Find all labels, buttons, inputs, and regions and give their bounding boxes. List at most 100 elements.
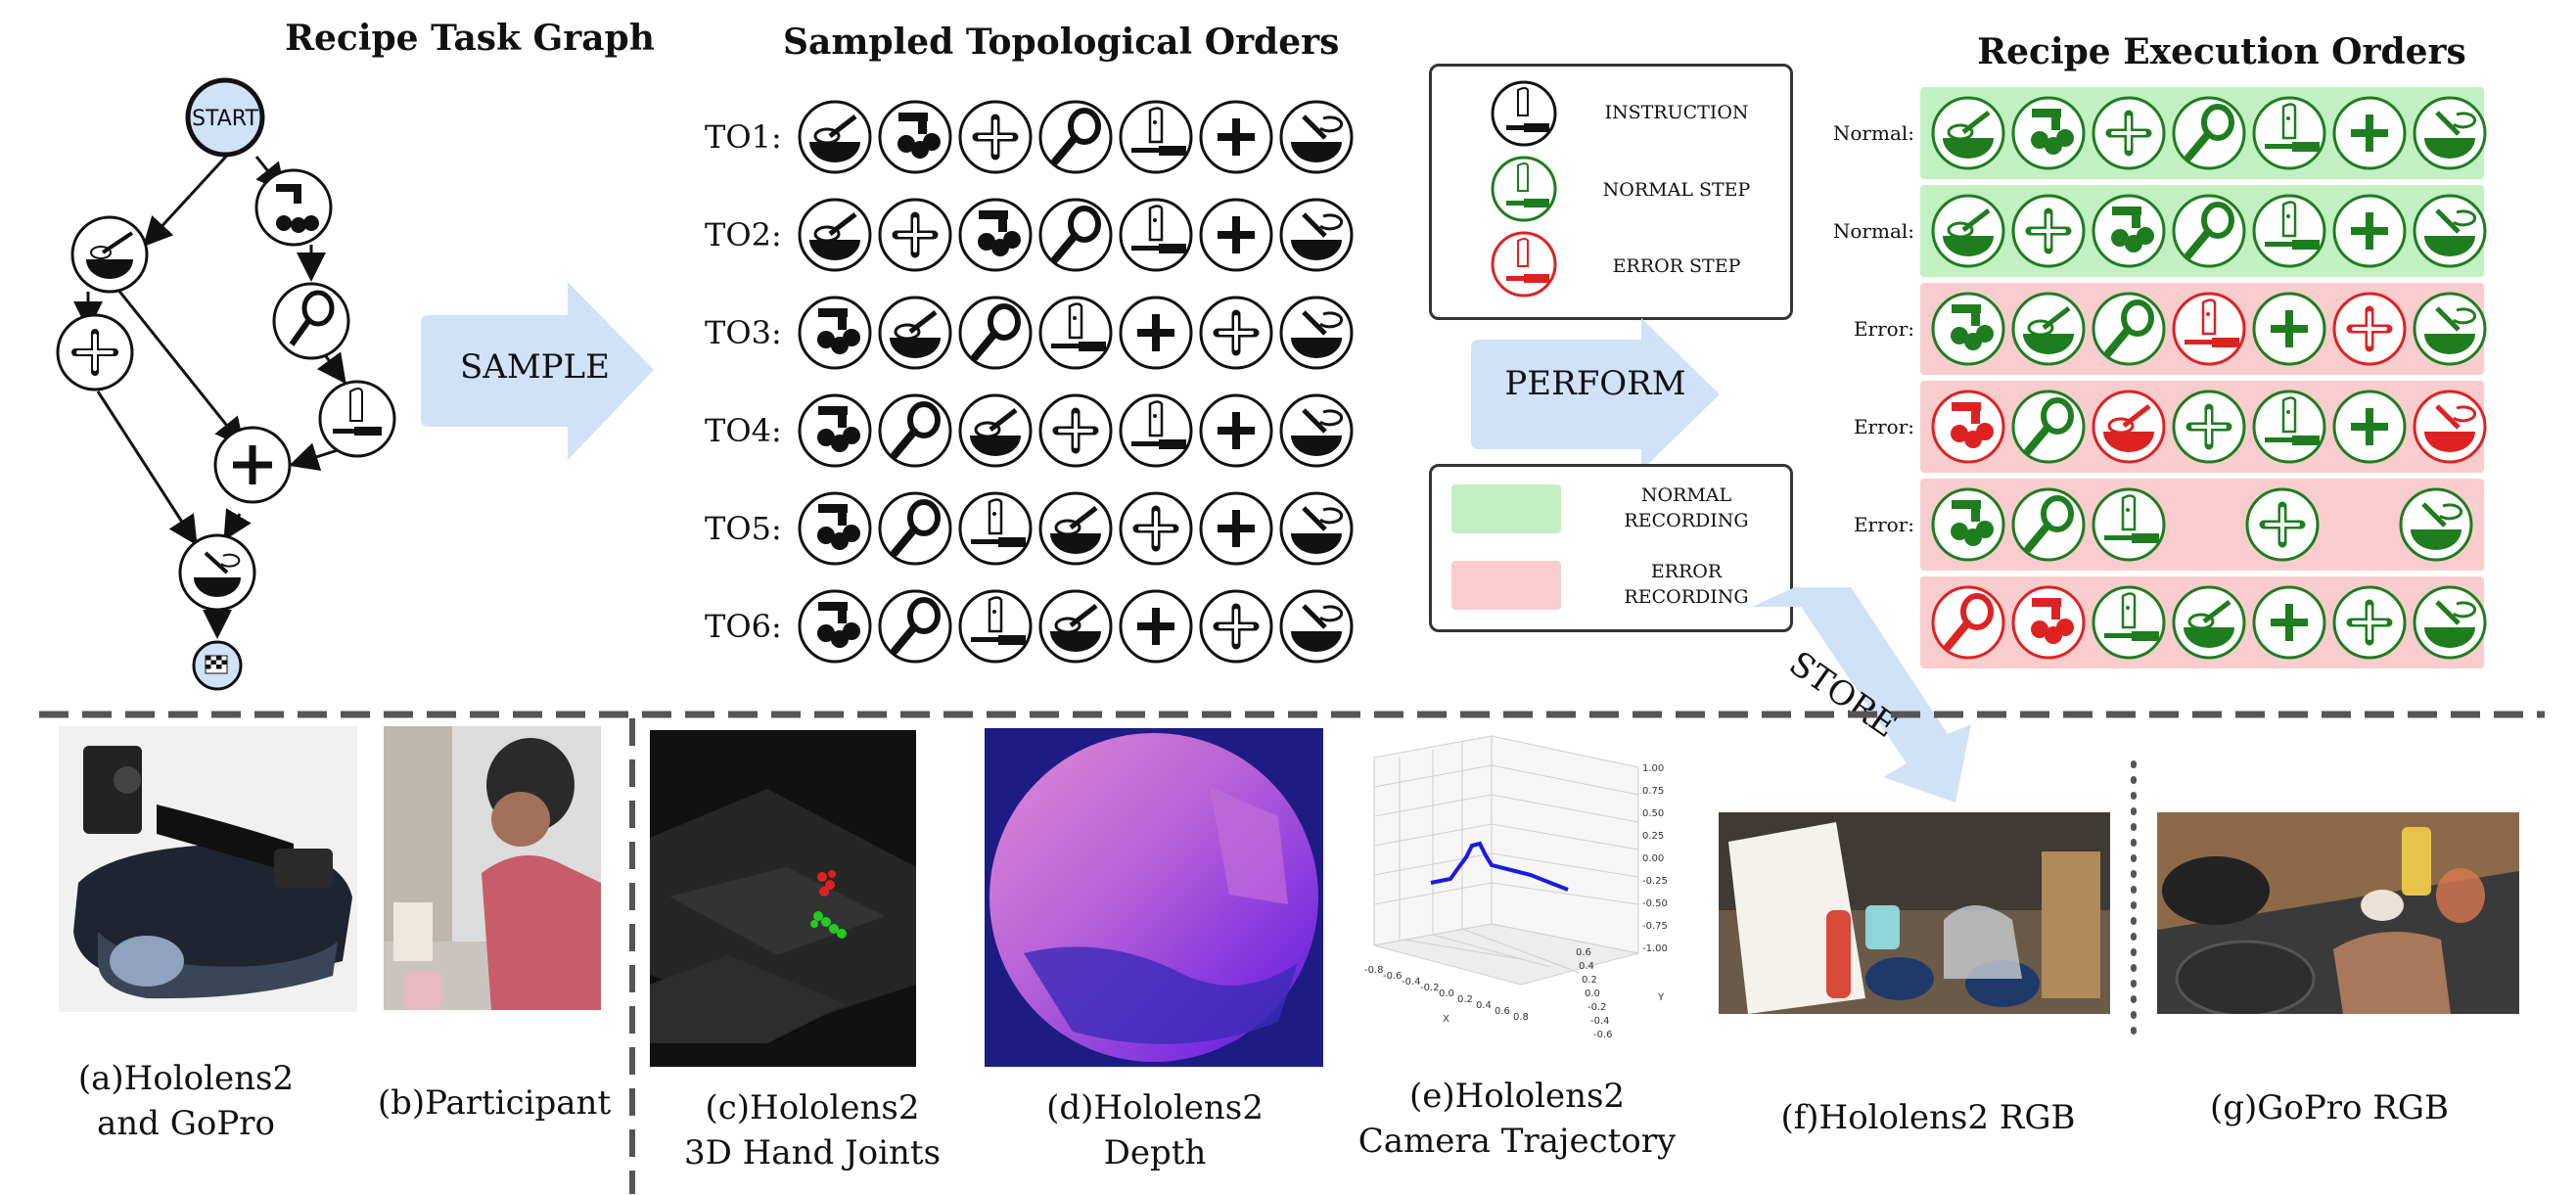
sample-arrow xyxy=(421,282,654,460)
hololens-rgb-photo xyxy=(1719,812,2110,1014)
sample-label: SAMPLE xyxy=(460,347,610,387)
stir-icon xyxy=(1278,490,1355,567)
graph-node-peeler xyxy=(272,282,350,360)
legend-normal-recording-1: NORMAL xyxy=(1640,484,1732,506)
execution-order-row: Error: xyxy=(1826,280,2511,378)
y-tick-label: 0.6 xyxy=(1576,947,1591,958)
knife-icon xyxy=(2171,291,2247,367)
knife-icon xyxy=(2251,95,2327,171)
tap-icon xyxy=(2010,95,2087,171)
knife-icon xyxy=(2091,486,2167,563)
knife-icon xyxy=(1118,197,1194,273)
execution-order-row: Normal: xyxy=(1826,182,2511,280)
topological-order-label: TO5: xyxy=(705,510,782,547)
tap-icon xyxy=(1930,389,2006,465)
y-tick-label: 0.2 xyxy=(1582,975,1597,986)
peeler-icon xyxy=(2010,486,2087,563)
participant-photo xyxy=(384,726,601,1010)
stir-icon xyxy=(2398,486,2474,563)
error-recording-band xyxy=(1920,283,2487,375)
y-tick-label: 0.4 xyxy=(1579,961,1594,972)
execution-order-label: Error: xyxy=(1853,415,1914,438)
y-tick-label: 0.0 xyxy=(1585,988,1600,999)
stir-icon xyxy=(1278,588,1355,665)
execution-order-label: Error: xyxy=(1853,513,1914,536)
tap-icon xyxy=(1930,486,2006,563)
execution-orders: Normal: Normal: Error: Error: Error: xyxy=(1826,84,2511,671)
peeler-icon xyxy=(2010,389,2087,465)
knife-icon xyxy=(957,490,1034,567)
whisk-icon xyxy=(1037,588,1114,665)
execution-order-row xyxy=(1826,574,2511,671)
topological-order-label: TO6: xyxy=(705,608,782,645)
peeler-icon xyxy=(877,490,953,567)
peeler-icon xyxy=(957,295,1034,371)
whisk-icon xyxy=(877,295,953,371)
y-tick-label: -0.6 xyxy=(1593,1030,1613,1040)
y-tick-label: -0.4 xyxy=(1590,1016,1610,1027)
graph-node-finish xyxy=(192,640,243,691)
stir-icon xyxy=(1278,392,1355,469)
tap-icon xyxy=(957,197,1034,273)
legend-normal-recording-2: RECORDING xyxy=(1624,510,1749,531)
tap-icon xyxy=(2091,193,2167,269)
knife-icon xyxy=(1118,392,1194,469)
tap-icon xyxy=(797,588,873,665)
z-tick-label: -0.25 xyxy=(1642,876,1668,887)
execution-title: Recipe Execution Orders xyxy=(1977,31,2466,72)
camera-trajectory-plot: -0.8-0.6-0.4-0.20.00.20.40.60.8X0.60.40.… xyxy=(1345,728,1683,1067)
knife-icon xyxy=(2251,193,2327,269)
plus-thin-icon xyxy=(1118,490,1194,567)
stir-icon xyxy=(2412,584,2488,661)
graph-title: Recipe Task Graph xyxy=(285,18,655,59)
tap-icon xyxy=(797,490,873,567)
separators xyxy=(39,711,2545,1194)
topological-orders: TO1:TO2:TO3:TO4:TO5:TO6: xyxy=(705,88,1390,675)
x-tick-label: 0.8 xyxy=(1513,1012,1529,1023)
recording-legend: NORMAL RECORDING ERROR RECORDING xyxy=(1429,464,1793,632)
stir-icon xyxy=(1278,197,1355,273)
tap-icon xyxy=(797,392,873,469)
peeler-icon xyxy=(2091,291,2167,367)
tap-icon xyxy=(2010,584,2087,661)
plus-thin-icon xyxy=(1037,392,1114,469)
gopro-rgb-photo xyxy=(2157,812,2519,1014)
topological-order-label: TO4: xyxy=(705,412,782,449)
step-legend: INSTRUCTION NORMAL STEP ERROR STEP xyxy=(1429,64,1793,320)
z-tick-label: 0.25 xyxy=(1642,831,1664,842)
plus-thin-icon xyxy=(1198,295,1274,371)
graph-node-plus-bold xyxy=(213,426,292,504)
knife-icon xyxy=(1118,99,1194,175)
caption-b: (b)Participant xyxy=(377,1083,612,1123)
peeler-icon xyxy=(1930,584,2006,661)
orders-title: Sampled Topological Orders xyxy=(783,22,1340,63)
caption-g: (g)GoPro RGB xyxy=(2209,1088,2450,1127)
tap-icon xyxy=(797,295,873,371)
stir-icon xyxy=(2412,95,2488,171)
x-tick-label: 0.4 xyxy=(1476,1000,1492,1011)
plus-bold-icon xyxy=(2331,95,2408,171)
plus-thin-icon xyxy=(2171,389,2247,465)
whisk-icon xyxy=(1930,193,2006,269)
execution-order-row: Error: xyxy=(1826,476,2511,574)
start-node-label: START xyxy=(192,107,258,131)
error-recording-swatch xyxy=(1451,561,1561,610)
execution-order-row: Normal: xyxy=(1826,84,2511,182)
plus-thin-icon xyxy=(957,99,1034,175)
execution-order-label: Normal: xyxy=(1832,219,1914,243)
error-recording-band xyxy=(1920,381,2487,473)
topological-order-row: TO2: xyxy=(705,186,1390,284)
topological-order-row: TO4: xyxy=(705,382,1390,480)
normal-recording-swatch xyxy=(1451,484,1561,533)
depth-map xyxy=(985,728,1323,1067)
stir-icon xyxy=(2412,389,2488,465)
peeler-icon xyxy=(2171,95,2247,171)
whisk-icon xyxy=(797,197,873,273)
hololens-gopro-photo xyxy=(59,726,357,1012)
whisk-icon xyxy=(1930,95,2006,171)
x-tick-label: -0.8 xyxy=(1364,965,1384,976)
legend-error-recording-2: RECORDING xyxy=(1624,586,1749,608)
